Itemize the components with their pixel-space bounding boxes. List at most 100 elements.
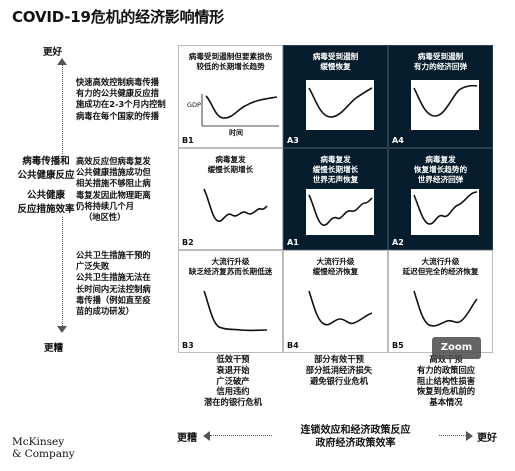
column-description-middle: 部分有效干预 部分抵消经济损失 避免银行业危机 — [284, 354, 394, 386]
scenario-cell-a4: 病毒受到遏制 有力的经济回弹 A4 — [388, 45, 493, 148]
row-text: 病毒在每个国家的传播 — [76, 110, 159, 121]
y-axis-title: 病毒传播和 公共健康反应 公共健康 反应措施效率 — [10, 155, 82, 216]
column-text: 衰退开始 — [216, 364, 250, 375]
scenario-title: 大流行升级 缓慢经济恢复 — [284, 257, 387, 277]
y-axis-title-line: 病毒传播和 — [22, 156, 70, 167]
scenario-id: B4 — [287, 341, 299, 351]
chart-panel — [306, 188, 374, 235]
scenario-cell-b5: 大流行升级 延迟但完全的经济恢复 B5 — [388, 250, 493, 354]
gdp-curve — [308, 194, 373, 226]
scenario-cell-a3: 病毒受到遏制 缓慢恢复 A3 — [283, 45, 388, 148]
column-text: 阻止结构性损害 — [416, 375, 476, 386]
scenario-title-line: 大流行升级 — [316, 257, 355, 267]
scenario-title-line: 缓慢长期增长 — [207, 164, 254, 174]
scenario-id: A1 — [287, 238, 299, 248]
y-arrow-down-icon — [57, 326, 67, 333]
scenario-title: 大流行升级 缺乏经济复苏而长期低迷 — [179, 257, 282, 277]
scenario-id: B2 — [182, 238, 194, 248]
scenario-title-line: 缓慢恢复 — [320, 62, 351, 71]
row-text: 相关措施不够阻止病 — [76, 178, 151, 189]
scenario-id: A4 — [392, 135, 404, 145]
row-text: 施成功在2-3个月内控制 — [76, 99, 166, 110]
column-text: 低效干预 — [216, 354, 250, 364]
scenario-id: B1 — [182, 135, 194, 145]
mckinsey-logo: McKinsey & Company — [12, 436, 75, 460]
logo-line: & Company — [12, 448, 75, 460]
column-text: 部分抵消经济损失 — [305, 364, 373, 375]
scenario-title-line: 病毒复发 — [425, 154, 456, 164]
row-text: 长时间内无法控制病 — [76, 283, 151, 294]
scenario-id: A3 — [287, 135, 299, 145]
gdp-curve-chart — [411, 188, 479, 235]
column-text: 避免银行业危机 — [309, 375, 369, 386]
gdp-curve-chart — [306, 188, 374, 235]
row-text: 公共卫生措施无法在 — [76, 272, 151, 283]
x-axis-right-label: 更好 — [477, 433, 497, 444]
scenario-title-line: 缓慢经济恢复 — [312, 267, 359, 277]
column-text: 广泛破产 — [216, 375, 250, 386]
row-text: 苗的成功研发） — [76, 306, 135, 317]
scenario-title: 病毒复发 缓慢长期增长 世界无声恢复 — [284, 155, 387, 185]
scenario-title: 病毒受到遏制但要素损伤 较低的长期增长趋势 — [179, 52, 282, 72]
page-title: COVID-19危机的经济影响情形 — [12, 8, 224, 26]
column-text: 部分有效干预 — [314, 354, 364, 364]
scenario-title-line: 大流行升级 — [211, 257, 250, 267]
column-text: 恢复到危机前的 — [416, 386, 476, 397]
gdp-curve — [308, 87, 373, 118]
scenario-title-line: 世界经济回弹 — [417, 174, 464, 184]
scenario-title-line: 延迟但完全的经济恢复 — [402, 267, 479, 277]
scenario-title-line: 较低的长期增长趋势 — [196, 62, 265, 71]
column-text: 高效干预 — [429, 354, 463, 364]
y-axis-bottom-label: 更糟 — [44, 343, 64, 354]
row-text: 仍将持续几个月 — [76, 200, 135, 211]
scenario-title-line: 有力的经济回弹 — [413, 62, 468, 71]
column-text: 潜在的银行危机 — [203, 397, 263, 408]
gdp-axis-label: GDP — [187, 101, 201, 109]
y-axis-title-line: 公共健康 — [26, 190, 65, 201]
scenario-title-line: 恢复增长趋势的 — [413, 164, 468, 174]
row-text: 高效反应但病毒复发 — [76, 156, 151, 166]
gdp-curve — [308, 291, 373, 326]
row-description-top: 快速高效控制病毒传播 有力的公共健康反应措 施成功在2-3个月内控制 病毒在每个… — [76, 77, 178, 122]
gdp-curve-chart — [411, 285, 479, 336]
row-text: 毒传播（例如直至疫 — [76, 294, 151, 305]
row-text: 快速高效控制病毒传播 — [76, 77, 159, 87]
gdp-curve — [413, 84, 478, 117]
scenario-title-line: 病毒受到遏制 — [417, 52, 464, 61]
scenario-id: B3 — [182, 341, 194, 351]
scenario-title-line: 世界无声恢复 — [312, 174, 359, 184]
row-text: 有力的公共健康反应措 — [76, 88, 159, 99]
scenario-title-line: 病毒复发 — [215, 154, 246, 164]
chart-panel — [201, 285, 269, 336]
x-axis-title-line: 政府经济政策效率 — [315, 437, 396, 449]
scenario-title-line: 病毒复发 — [320, 154, 351, 164]
gdp-curve-chart — [201, 182, 269, 233]
x-arrow-right-icon — [466, 431, 473, 441]
row-text: （地区性） — [84, 212, 126, 223]
scenario-title: 病毒复发 恢复增长趋势的 世界经济回弹 — [389, 155, 492, 185]
scenario-title-line: 病毒受到遏制但要素损伤 — [188, 52, 273, 61]
scenario-grid: 病毒受到遏制但要素损伤 较低的长期增长趋势 GDP 时间 B1 病毒受到遏制 缓… — [178, 45, 493, 354]
row-text: 毒复发因此物理距离 — [76, 189, 151, 200]
scenario-cell-a1: 病毒复发 缓慢长期增长 世界无声恢复 A1 — [283, 147, 388, 251]
scenario-cell-b3: 大流行升级 缺乏经济复苏而长期低迷 B3 — [178, 250, 283, 354]
row-text: 广泛失败 — [76, 261, 110, 272]
scenario-title-line: 大流行升级 — [421, 257, 460, 267]
x-arrow-left-icon — [203, 431, 210, 441]
x-axis-left-label: 更糟 — [177, 433, 197, 444]
column-description-left: 低效干预 衰退开始 广泛破产 信用违约 潜在的银行危机 — [185, 354, 281, 408]
scenario-title: 病毒受到遏制 缓慢恢复 — [284, 52, 387, 72]
column-text: 有力的政策回应 — [416, 364, 476, 375]
scenario-title: 病毒复发 缓慢长期增长 — [179, 155, 282, 175]
scenario-title-line: 病毒受到遏制 — [312, 52, 359, 61]
chart-panel — [306, 80, 374, 130]
y-axis-title-line: 反应措施效率 — [17, 203, 75, 215]
scenario-cell-b2: 病毒复发 缓慢长期增长 B2 — [178, 147, 283, 251]
x-axis-title: 连锁效应和经济政策反应 政府经济政策效率 — [273, 425, 438, 450]
column-description-right: 高效干预 有力的政策回应 阻止结构性损害 恢复到危机前的 基本情况 — [396, 354, 496, 408]
scenario-id: B5 — [392, 341, 404, 351]
gdp-curve-chart — [411, 80, 479, 130]
chart-panel — [411, 80, 479, 130]
time-axis-label: 时间 — [229, 129, 243, 137]
zoom-button[interactable]: Zoom — [432, 337, 481, 359]
